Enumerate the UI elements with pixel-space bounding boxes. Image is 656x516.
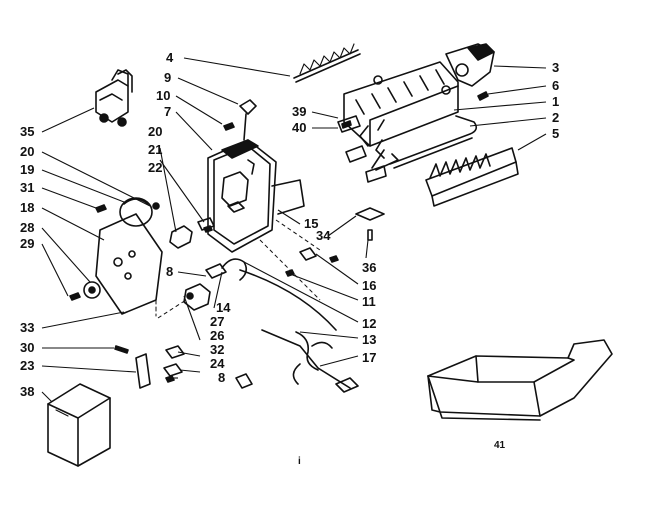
part-switch xyxy=(169,217,215,249)
callout-21: 21 xyxy=(148,142,162,157)
part-screw-10 xyxy=(223,122,235,131)
part-housing-cap xyxy=(445,43,495,87)
callout-10: 10 xyxy=(156,88,170,103)
callout-11: 11 xyxy=(362,294,376,309)
callout-24: 24 xyxy=(210,356,225,371)
callout-17: 17 xyxy=(362,350,376,365)
part-screw-6 xyxy=(477,91,489,101)
callout-8-lower: 8 xyxy=(218,370,225,385)
part-shutoff-arm xyxy=(239,99,257,141)
leader-lines xyxy=(41,57,547,403)
callout-12: 12 xyxy=(362,316,376,331)
callout-1: 1 xyxy=(552,94,559,109)
callout-20-left: 20 xyxy=(20,144,34,159)
callout-7: 7 xyxy=(164,104,171,119)
part-ice-mold xyxy=(343,61,459,171)
callout-23: 23 xyxy=(20,358,34,373)
callout-36: 36 xyxy=(362,260,376,275)
part-mold-heater xyxy=(389,115,478,169)
part-bearing xyxy=(337,115,361,133)
callout-41: 41 xyxy=(494,440,506,451)
callout-33: 33 xyxy=(20,320,34,335)
callout-40: 40 xyxy=(292,120,306,135)
footer-mark: i xyxy=(298,456,301,467)
callout-16: 16 xyxy=(362,278,376,293)
part-drive-gear xyxy=(69,281,101,301)
callout-32: 32 xyxy=(210,342,224,357)
callout-3: 3 xyxy=(552,60,559,75)
callout-31: 31 xyxy=(20,180,34,195)
callout-20-top: 20 xyxy=(148,124,162,139)
callout-5: 5 xyxy=(552,126,559,141)
callout-8-upper: 8 xyxy=(166,264,173,279)
callout-35: 35 xyxy=(20,124,34,139)
part-mounting-plate xyxy=(95,213,163,317)
part-thermostat xyxy=(183,258,248,311)
part-fill-cup xyxy=(345,145,387,183)
part-timing-motor xyxy=(119,197,160,227)
part-front-cover xyxy=(47,383,111,467)
part-wire-cover xyxy=(239,269,337,331)
callout-4: 4 xyxy=(166,50,174,65)
callout-30: 30 xyxy=(20,340,34,355)
callout-labels: 4 9 10 7 20 21 22 3 6 1 2 5 39 40 35 20 … xyxy=(20,50,559,467)
callout-39: 39 xyxy=(292,104,306,119)
callout-29: 29 xyxy=(20,236,34,251)
part-screw-31 xyxy=(95,204,107,213)
callout-28: 28 xyxy=(20,220,34,235)
callout-6: 6 xyxy=(552,78,559,93)
part-small-parts xyxy=(163,345,253,389)
callout-38: 38 xyxy=(20,384,34,399)
callout-34: 34 xyxy=(316,228,331,243)
callout-14: 14 xyxy=(216,300,231,315)
part-wiring-harness xyxy=(261,329,359,393)
callout-2: 2 xyxy=(552,110,559,125)
callout-26: 26 xyxy=(210,328,224,343)
part-ice-bin xyxy=(427,339,613,421)
callout-18: 18 xyxy=(20,200,34,215)
part-stripper xyxy=(425,147,519,207)
part-arm xyxy=(114,345,151,389)
callout-9: 9 xyxy=(164,70,171,85)
callout-27: 27 xyxy=(210,314,224,329)
part-ejector-blade xyxy=(293,43,361,83)
callout-13: 13 xyxy=(362,332,376,347)
callout-15: 15 xyxy=(304,216,318,231)
callout-22: 22 xyxy=(148,160,162,175)
part-control-housing xyxy=(207,139,305,253)
callout-19: 19 xyxy=(20,162,34,177)
part-water-valve xyxy=(95,69,133,127)
